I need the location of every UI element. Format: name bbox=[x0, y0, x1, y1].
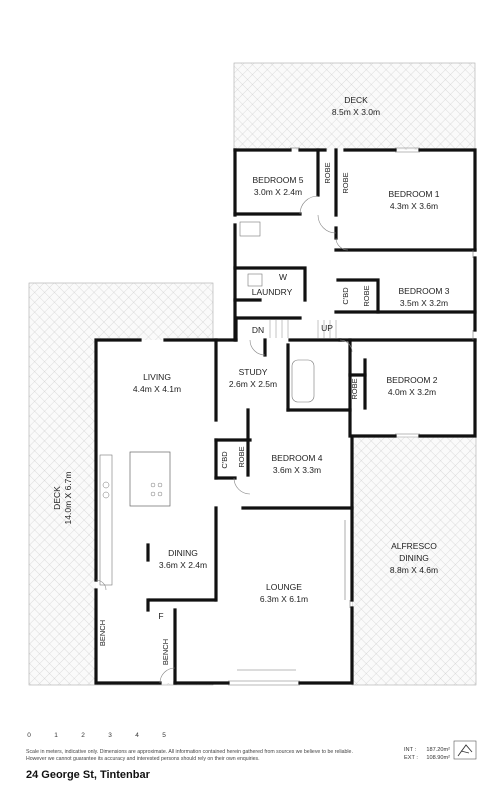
scale-tick-5: 5 bbox=[162, 732, 166, 739]
north-arrow-icon bbox=[453, 740, 477, 760]
robe-label-bed3: ROBE bbox=[362, 285, 371, 306]
bedroom2-dims: 4.0m X 3.2m bbox=[388, 387, 436, 397]
bedroom5-name: BEDROOM 5 bbox=[252, 175, 303, 185]
alfresco-name-line1: ALFRESCO bbox=[391, 541, 437, 551]
deck-top-area bbox=[233, 62, 476, 152]
scale-tick-3: 3 bbox=[108, 732, 112, 739]
dining-dims: 3.6m X 2.4m bbox=[159, 560, 207, 570]
living-name: LIVING bbox=[143, 372, 171, 382]
room-labels: DECK 8.5m X 3.0m BEDROOM 5 3.0m X 2.4m B… bbox=[52, 95, 450, 604]
bedroom5-dims: 3.0m X 2.4m bbox=[254, 187, 302, 197]
bedroom3-dims: 3.5m X 3.2m bbox=[400, 298, 448, 308]
cbd-label-bed4: C'BD bbox=[220, 451, 229, 469]
f-label: F bbox=[158, 611, 163, 621]
scale-tick-2: 2 bbox=[81, 732, 85, 739]
bench-label-left: BENCH bbox=[98, 620, 107, 646]
fixtures bbox=[95, 147, 474, 686]
scale-tick-1: 1 bbox=[54, 732, 58, 739]
interior-walls bbox=[146, 148, 477, 685]
scale-tick-4: 4 bbox=[135, 732, 139, 739]
dn-label: DN bbox=[252, 325, 264, 335]
lounge-dims: 6.3m X 6.1m bbox=[260, 594, 308, 604]
robe-label-bed4: ROBE bbox=[237, 446, 246, 467]
house-interior bbox=[96, 150, 475, 683]
deck-left-name: DECK bbox=[52, 486, 62, 510]
disclaimer-text: Scale in meters, indicative only. Dimens… bbox=[26, 749, 353, 762]
laundry-label: LAUNDRY bbox=[252, 287, 293, 297]
up-label: UP bbox=[321, 323, 333, 333]
bedroom4-name: BEDROOM 4 bbox=[271, 453, 322, 463]
alfresco-area bbox=[351, 436, 477, 686]
property-address: 24 George St, Tintenbar bbox=[26, 769, 150, 781]
lounge-name: LOUNGE bbox=[266, 582, 302, 592]
scale-tick-0: 0 bbox=[27, 732, 31, 739]
study-name: STUDY bbox=[239, 367, 268, 377]
exterior-walls bbox=[94, 148, 477, 685]
int-area-value: 187.20m² bbox=[426, 747, 450, 753]
ext-area-label: EXT : bbox=[404, 755, 418, 761]
bedroom3-name: BEDROOM 3 bbox=[398, 286, 449, 296]
robe-label-bed1: ROBE bbox=[341, 172, 350, 193]
int-area-label: INT : bbox=[404, 747, 417, 753]
deck-top-name: DECK bbox=[344, 95, 368, 105]
deck-left-dims: 14.0m X 6.7m bbox=[63, 472, 73, 525]
bedroom2-name: BEDROOM 2 bbox=[386, 375, 437, 385]
alfresco-dims: 8.8m X 4.6m bbox=[390, 565, 438, 575]
ext-area-value: 108.90m² bbox=[426, 755, 450, 761]
living-dims: 4.4m X 4.1m bbox=[133, 384, 181, 394]
bedroom1-dims: 4.3m X 3.6m bbox=[390, 201, 438, 211]
scale-bar: 0 1 2 3 4 5 bbox=[27, 732, 166, 739]
deck-top-dims: 8.5m X 3.0m bbox=[332, 107, 380, 117]
w-label: W bbox=[279, 272, 287, 282]
study-dims: 2.6m X 2.5m bbox=[229, 379, 277, 389]
alfresco-name-line2: DINING bbox=[399, 553, 429, 563]
bedroom4-dims: 3.6m X 3.3m bbox=[273, 465, 321, 475]
robe-label-bed2: ROBE bbox=[350, 378, 359, 399]
small-labels: ROBE ROBE C'BD ROBE ROBE C'BD ROBE BENCH… bbox=[98, 162, 371, 665]
cbd-label-hall: C'BD bbox=[341, 287, 350, 305]
area-summary: INT : 187.20m² EXT : 108.90m² bbox=[404, 746, 450, 762]
bedroom1-name: BEDROOM 1 bbox=[388, 189, 439, 199]
bench-label-right: BENCH bbox=[161, 639, 170, 665]
robe-label-bed5: ROBE bbox=[323, 162, 332, 183]
dining-name: DINING bbox=[168, 548, 198, 558]
